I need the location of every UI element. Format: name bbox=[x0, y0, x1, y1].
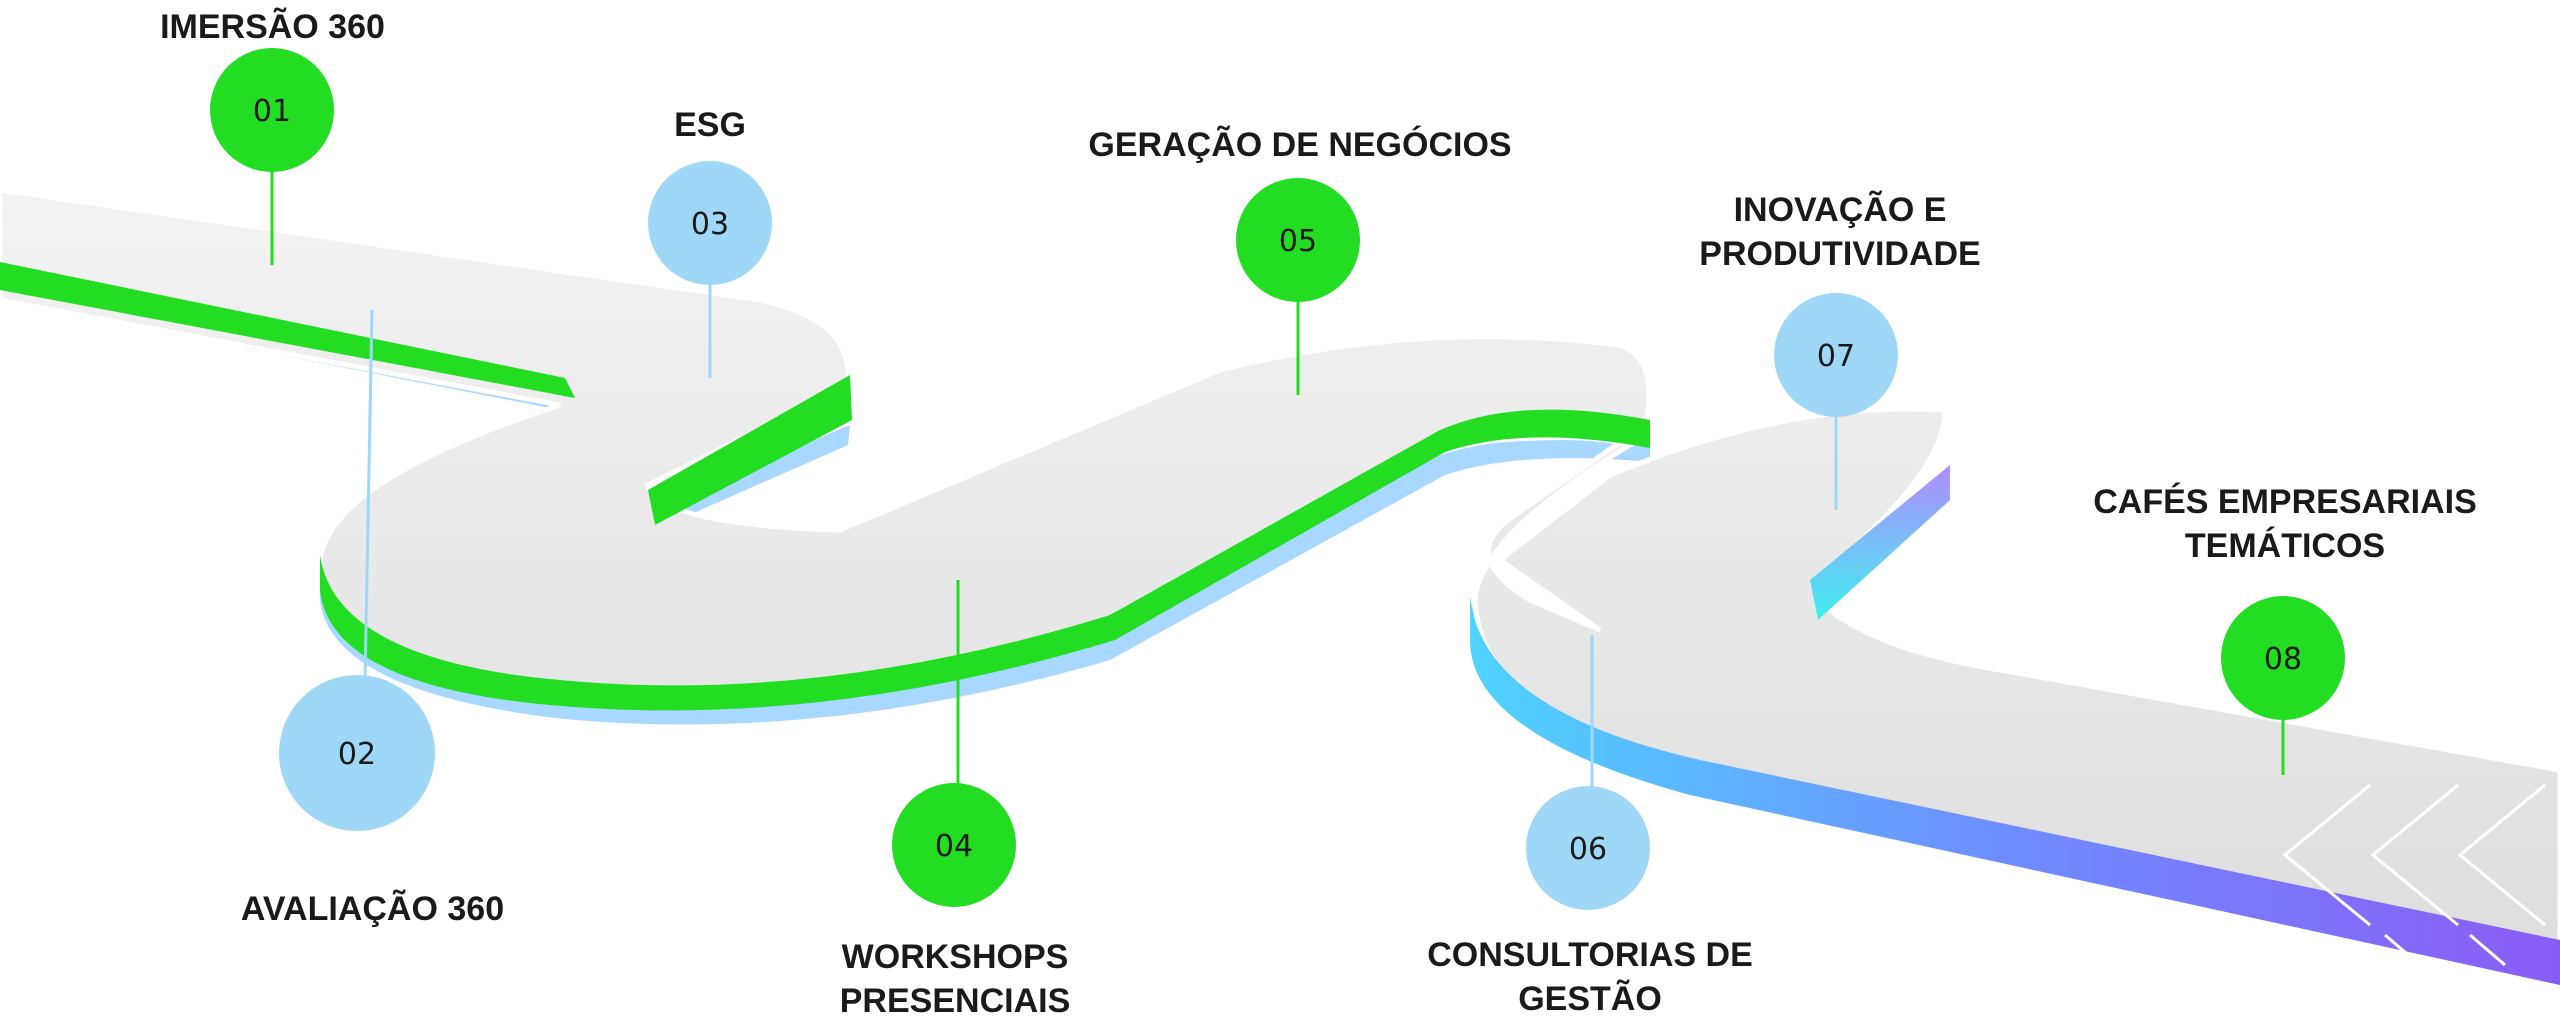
milestone-01-number: 01 bbox=[253, 94, 291, 129]
milestone-02-title: AVALIAÇÃO 360 bbox=[240, 890, 505, 928]
gradient-edge-vertical bbox=[1810, 465, 1950, 620]
milestone-04-title: WORKSHOPS PRESENCIAIS bbox=[839, 938, 1071, 1020]
milestone-07-number: 07 bbox=[1817, 339, 1855, 374]
chevron-icons bbox=[2282, 783, 2546, 967]
milestone-02-circle: 02 bbox=[279, 675, 435, 831]
milestone-06-title: CONSULTORIAS DE GESTÃO bbox=[1427, 936, 1753, 1018]
milestone-01-title: IMERSÃO 360 bbox=[160, 8, 385, 46]
milestone-03-title: ESG bbox=[674, 106, 746, 144]
milestone-08-number: 08 bbox=[2264, 642, 2302, 677]
milestone-02-number: 02 bbox=[338, 737, 376, 772]
milestone-circles: 01 02 03 04 05 06 07 08 bbox=[210, 48, 2345, 910]
green-edges bbox=[0, 262, 1650, 711]
milestone-08-circle: 08 bbox=[2221, 596, 2345, 720]
milestone-04-number: 04 bbox=[935, 829, 973, 864]
milestone-07-circle: 07 bbox=[1774, 293, 1898, 417]
gradient-edge bbox=[1470, 595, 2560, 985]
milestone-05-title: GERAÇÃO DE NEGÓCIOS bbox=[1088, 126, 1512, 164]
milestone-08-title: CAFÉS EMPRESARIAIS TEMÁTICOS bbox=[2093, 483, 2477, 565]
stem-02 bbox=[363, 309, 374, 681]
milestone-04-circle: 04 bbox=[892, 783, 1016, 907]
milestone-01-circle: 01 bbox=[210, 48, 334, 172]
milestone-05-number: 05 bbox=[1279, 224, 1317, 259]
milestone-03-number: 03 bbox=[691, 207, 729, 242]
milestone-05-circle: 05 bbox=[1236, 178, 1360, 302]
milestone-07-title: INOVAÇÃO E PRODUTIVIDADE bbox=[1699, 191, 1981, 273]
milestone-06-number: 06 bbox=[1569, 832, 1607, 867]
milestone-03-circle: 03 bbox=[648, 161, 772, 285]
milestone-06-circle: 06 bbox=[1526, 786, 1650, 910]
